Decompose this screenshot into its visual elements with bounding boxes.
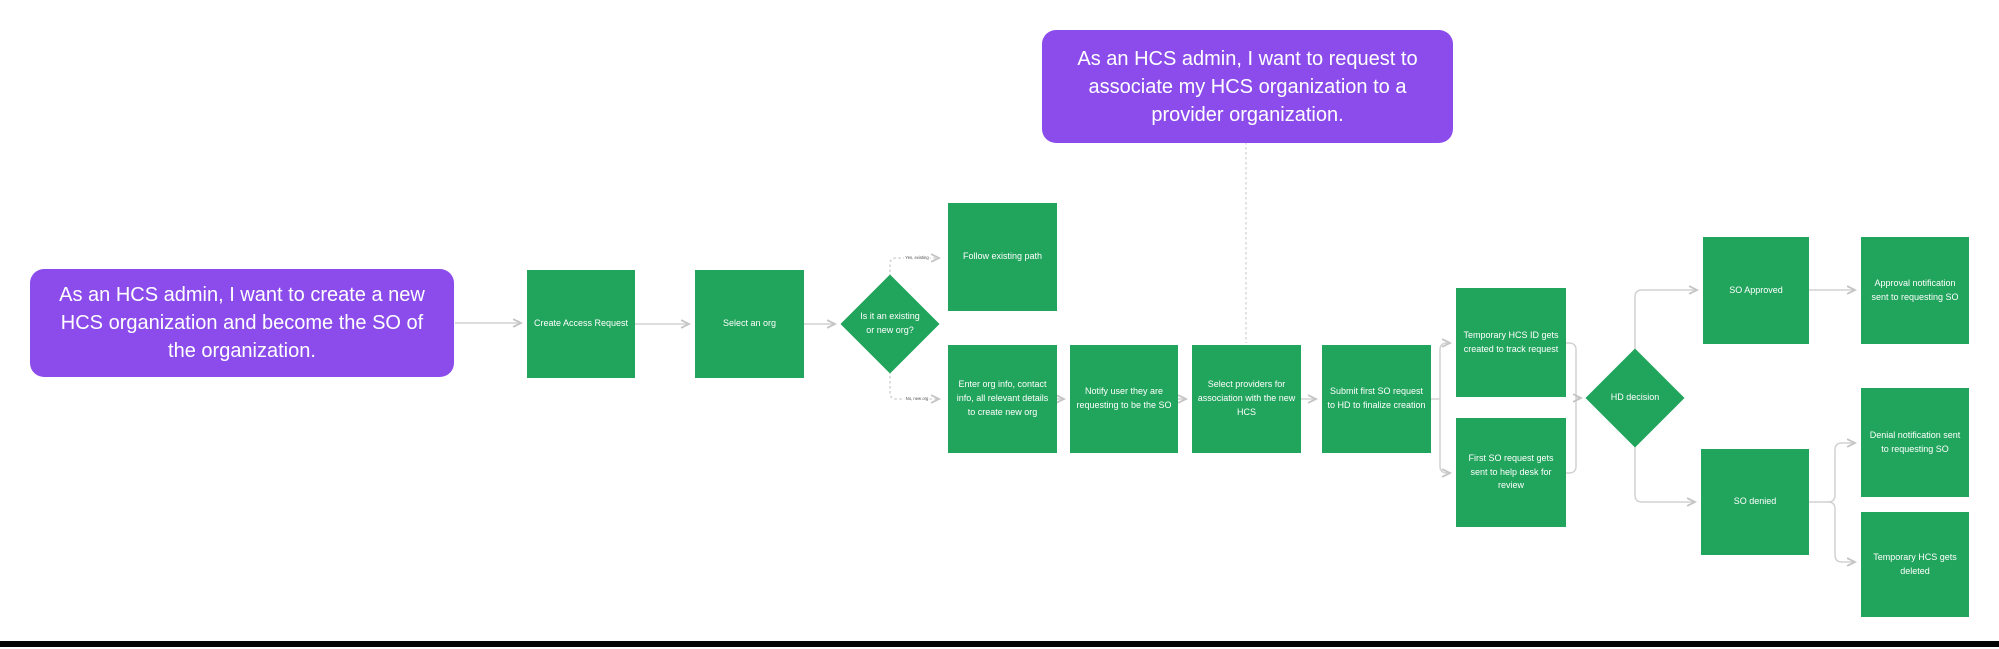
node-submit-first-so-request[interactable]: Submit first SO request to HD to finaliz… bbox=[1322, 345, 1431, 453]
connector-submit-to-first-so bbox=[1439, 399, 1453, 478]
node-approval-notification[interactable]: Approval notification sent to requesting… bbox=[1861, 237, 1969, 344]
node-first-so-request-review[interactable]: First SO request gets sent to help desk … bbox=[1456, 418, 1566, 527]
user-story-note-associate-org[interactable]: As an HCS admin, I want to request to as… bbox=[1042, 30, 1453, 143]
connector-hd-to-approved bbox=[1634, 285, 1700, 351]
connector-submit-to-temp-id bbox=[1439, 338, 1453, 399]
node-notify-user-requesting-so[interactable]: Notify user they are requesting to be th… bbox=[1070, 345, 1178, 453]
connector-first-so-to-hd bbox=[1566, 398, 1577, 474]
hd-decision-label: HD decision bbox=[1610, 392, 1660, 403]
node-hd-decision[interactable]: HD decision bbox=[1585, 348, 1685, 448]
node-select-an-org[interactable]: Select an org bbox=[695, 270, 804, 378]
node-so-approved[interactable]: SO Approved bbox=[1703, 237, 1809, 344]
node-so-denied[interactable]: SO denied bbox=[1701, 449, 1809, 555]
connector-temp-id-to-hd bbox=[1566, 342, 1577, 398]
node-temporary-hcs-deleted[interactable]: Temporary HCS gets deleted bbox=[1861, 512, 1969, 617]
user-story-note-create-org[interactable]: As an HCS admin, I want to create a new … bbox=[30, 269, 454, 377]
decision-label: Is it an existing or new org? bbox=[860, 311, 920, 335]
edge-label-existing-branch[interactable]: Yes, existing bbox=[904, 255, 930, 261]
node-create-access-request[interactable]: Create Access Request bbox=[527, 270, 635, 378]
node-select-providers[interactable]: Select providers for association with th… bbox=[1192, 345, 1301, 453]
bottom-black-bar bbox=[0, 641, 1999, 647]
node-existing-or-new-org-decision[interactable]: Is it an existing or new org? bbox=[840, 274, 940, 374]
connector-hd-to-denied bbox=[1634, 445, 1698, 507]
node-denial-notification[interactable]: Denial notification sent to requesting S… bbox=[1861, 388, 1969, 497]
edge-label-new-branch[interactable]: No, new org bbox=[904, 396, 930, 402]
node-temporary-hcs-id-created[interactable]: Temporary HCS ID gets created to track r… bbox=[1456, 288, 1566, 397]
connector-denied-to-temp-deleted bbox=[1827, 501, 1858, 567]
connector-denied-to-denial-notification bbox=[1809, 438, 1858, 503]
connector-decision-to-enter-org-info bbox=[889, 371, 942, 404]
node-enter-org-info[interactable]: Enter org info, contact info, all releva… bbox=[948, 345, 1057, 453]
node-follow-existing-path[interactable]: Follow existing path bbox=[948, 203, 1057, 311]
connector-decision-to-follow-existing bbox=[889, 253, 942, 277]
